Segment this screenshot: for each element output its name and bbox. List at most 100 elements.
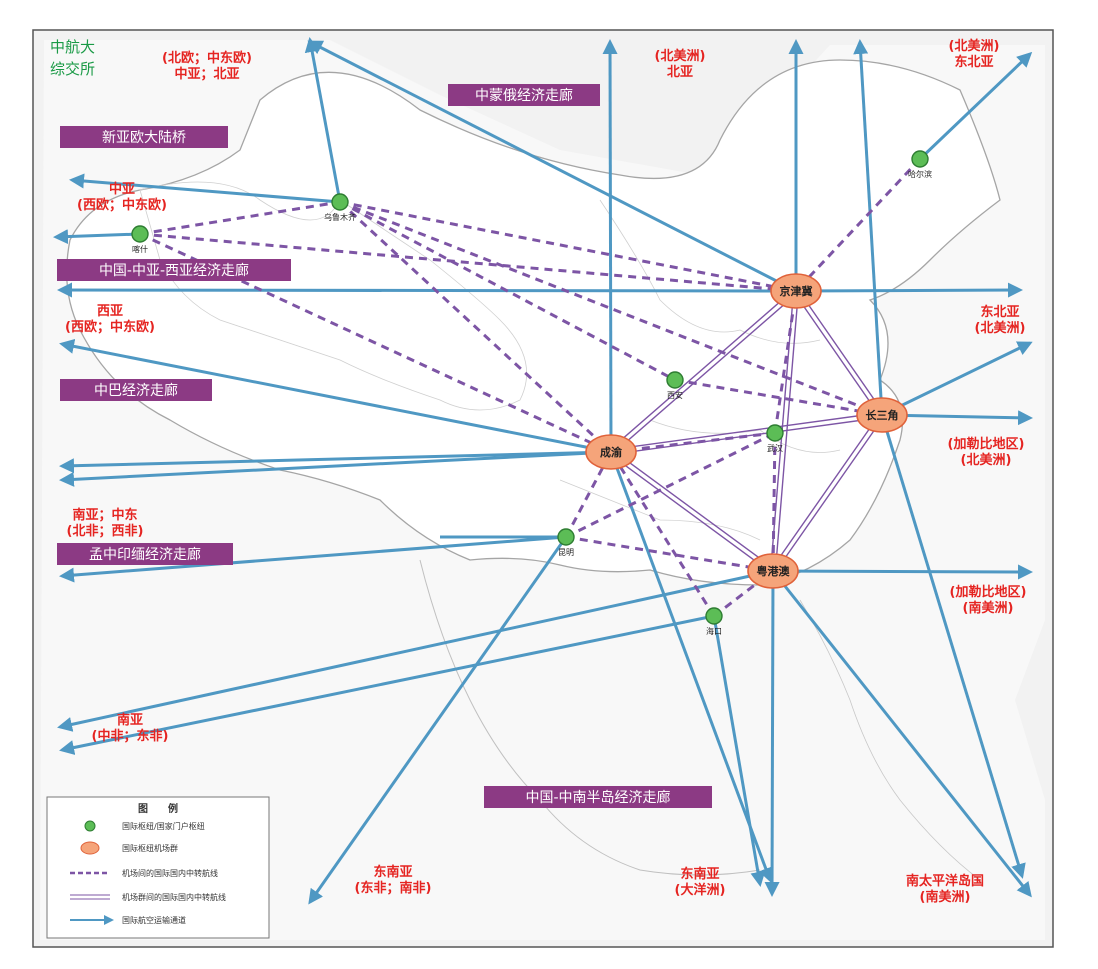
- corridor-arrow-4: [307, 40, 797, 293]
- airport-node-3: [911, 150, 929, 168]
- hub-group-route-1: [797, 289, 885, 415]
- corridor-arrow-22: [59, 614, 715, 755]
- international-corridor-arrows: [53, 37, 1033, 905]
- dest-east-south-africa: (东非；南非): [355, 880, 432, 896]
- airport-route-12: [773, 290, 798, 434]
- dest-southeast-asia-1: 东南亚: [373, 864, 412, 880]
- corridor-label-indochina: 中国-中南半岛经济走廊: [525, 789, 670, 806]
- dest-north-america-2: (北美洲): [949, 38, 1000, 54]
- hub-group-route-2: [612, 292, 799, 455]
- dest-north-america-4: (北美洲): [961, 452, 1012, 468]
- corridor-arrow-13: [853, 39, 884, 416]
- dest-western-europe-2: (西欧；中东欧): [65, 319, 155, 335]
- dest-northern-europe: (北欧；中东欧): [162, 50, 252, 66]
- corridor-arrow-16: [880, 414, 1026, 879]
- legend: 图 例 国际枢纽/国家门户枢纽 国际枢纽机场群 机场间的国际国内中转航线 机场群…: [46, 796, 270, 939]
- corridor-arrow-18: [772, 564, 1033, 580]
- airport-route-16: [609, 451, 716, 617]
- corridor-arrow-12: [609, 451, 773, 883]
- corridor-banner-bcim: [57, 543, 233, 565]
- corridor-arrow-2: [69, 173, 341, 204]
- corridor-arrow-6: [795, 282, 1023, 298]
- dest-western-europe-1: (西欧；中东欧): [77, 197, 167, 213]
- airport-node-1: [331, 193, 349, 211]
- dest-central-asia: 中亚: [109, 181, 135, 197]
- corridor-banner-new-eurasia: [60, 126, 228, 148]
- corridor-label-central-west-asia: 中国-中亚-西亚经济走廊: [99, 262, 249, 279]
- dest-south-america-1: (南美洲): [963, 600, 1014, 616]
- airport-route-13: [564, 451, 613, 538]
- corridor-arrow-3: [53, 229, 141, 245]
- hub-group-route-5: [774, 415, 885, 573]
- dest-caribbean-1: (加勒比地区): [948, 436, 1025, 452]
- corridor-arrow-1: [304, 37, 342, 203]
- airport-node-6: [557, 528, 575, 546]
- hub-group-route-5: [770, 413, 881, 571]
- corridor-arrow-8: [602, 39, 618, 453]
- dest-south-pacific: 南太平洋岛国: [906, 873, 984, 889]
- province-borders-east: [559, 199, 841, 541]
- china-territory: [66, 59, 1001, 586]
- corridor-label-bcim: 孟中印缅经济走廊: [89, 546, 201, 563]
- corridor-banner-indochina: [484, 786, 712, 808]
- airport-route-15: [565, 535, 774, 573]
- airport-label-1: 乌鲁木齐: [324, 212, 356, 222]
- dest-southeast-asia-2: 东南亚: [680, 866, 719, 882]
- legend-item-cluster: 国际枢纽机场群: [122, 843, 178, 853]
- hub-label-3: 成渝: [600, 445, 623, 459]
- hub-group-route-6: [612, 449, 775, 570]
- corridor-arrow-11: [59, 450, 612, 487]
- dest-north-asia: 北亚: [667, 65, 693, 80]
- airport-route-3: [338, 200, 613, 454]
- legend-box: [46, 796, 270, 939]
- philippines-coast: [799, 599, 981, 881]
- hub-label-2: 长三角: [866, 408, 899, 422]
- airport-label-3: 哈尔滨: [908, 169, 932, 179]
- hub-group-route-1: [793, 291, 881, 417]
- corridor-arrow-10: [59, 450, 612, 474]
- airport-node-5: [766, 424, 784, 442]
- airport-route-5: [139, 232, 797, 293]
- airport-route-14: [565, 431, 776, 539]
- dest-south-asia-middle-east: 南亚；中东: [72, 507, 137, 523]
- airport-node-2: [131, 225, 149, 243]
- corridor-banner-central-west-asia: [57, 259, 291, 281]
- airport-label-5: 武汉: [767, 443, 783, 453]
- legend-item-double: 机场群间的国际国内中转航线: [122, 892, 226, 902]
- corridor-arrow-24: [308, 536, 568, 905]
- dest-central-asia-north-asia: 中亚；北亚: [174, 66, 239, 82]
- airport-node-7: [705, 607, 723, 625]
- hub-label-1: 京津冀: [780, 284, 813, 298]
- airport-route-9: [674, 378, 883, 417]
- airport-route-4: [339, 200, 676, 382]
- dest-north-west-africa: (北非；西非): [67, 523, 144, 539]
- corridor-arrow-9: [59, 338, 612, 454]
- corridor-arrow-21: [57, 569, 774, 732]
- corridor-arrow-14: [881, 341, 1033, 417]
- airport-route-8: [794, 157, 922, 293]
- corridor-arrow-17: [918, 51, 1033, 161]
- airport-route-11: [771, 432, 777, 572]
- dest-oceania: (大洋洲): [675, 882, 726, 898]
- watermark-line-2: 综交所: [50, 60, 95, 78]
- airport-route-1: [139, 200, 341, 236]
- corridor-banner-china-mongolia-russia: [448, 84, 600, 106]
- airport-label-7: 海口: [706, 626, 722, 636]
- airport-node-4: [666, 371, 684, 389]
- hub-group-route-4: [610, 411, 882, 451]
- corridor-arrow-23: [59, 535, 567, 583]
- legend-item-dashed: 机场间的国际国内中转航线: [122, 868, 218, 878]
- dest-central-east-africa: (中非；东非): [92, 728, 169, 744]
- corridor-arrow-7: [57, 282, 797, 298]
- legend-title: 图 例: [138, 802, 178, 815]
- hub-cluster-3: [585, 434, 637, 470]
- airport-label-6: 昆明: [558, 548, 574, 557]
- dest-north-america-3: (北美洲): [975, 320, 1026, 336]
- hub-group-route-2: [608, 288, 795, 451]
- dest-caribbean-2: (加勒比地区): [950, 584, 1027, 600]
- province-borders: [139, 181, 527, 411]
- corridor-arrow-25: [712, 615, 766, 887]
- airport-label-4: 西安: [667, 390, 683, 400]
